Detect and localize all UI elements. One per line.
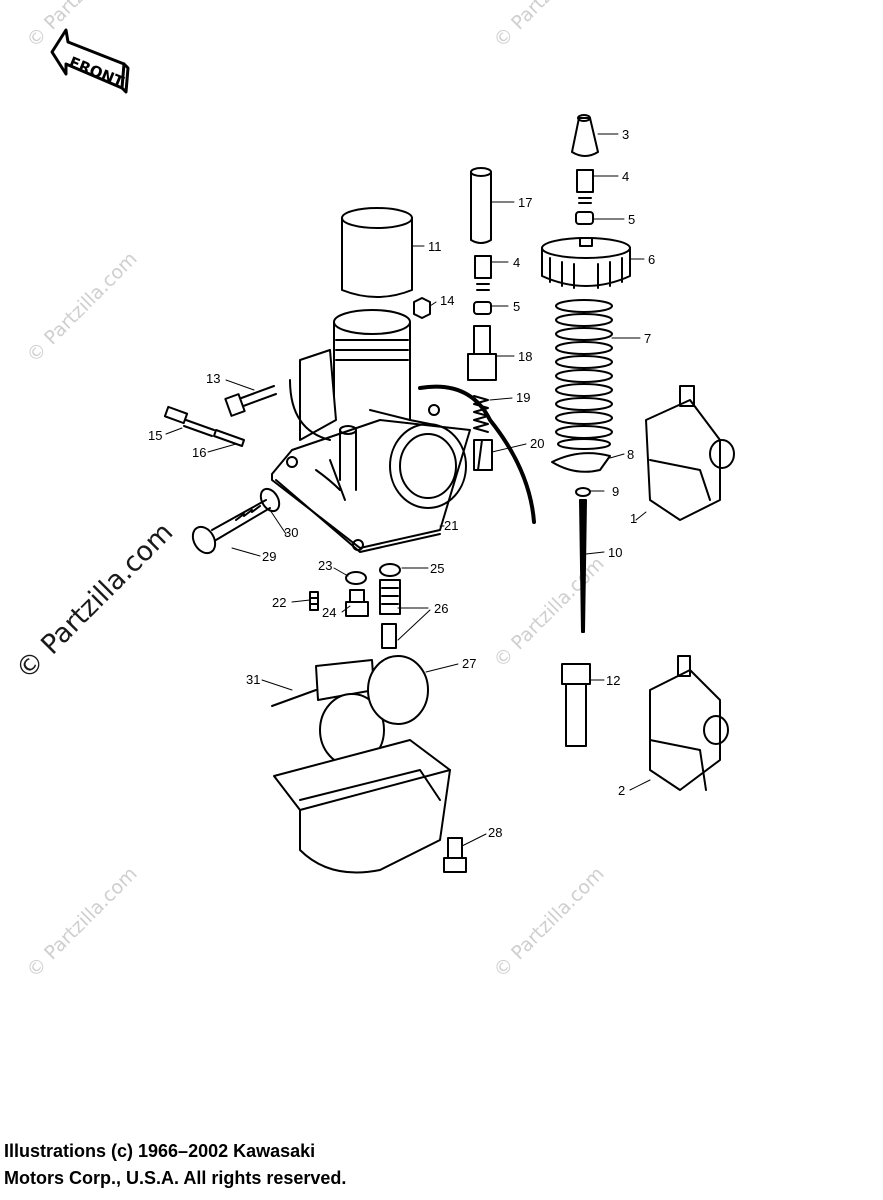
part-12-tube xyxy=(561,663,591,747)
callout-2: 2 xyxy=(618,783,625,798)
callout-14: 14 xyxy=(440,293,454,308)
callout-1: 1 xyxy=(630,511,637,526)
part-8-needle-plate xyxy=(551,452,611,473)
part-7-spring xyxy=(555,299,613,450)
callout-16: 16 xyxy=(192,445,206,460)
callout-31: 31 xyxy=(246,672,260,687)
part-14-nut xyxy=(413,297,431,319)
carburetor-body xyxy=(271,309,471,553)
part-11-sleeve xyxy=(341,207,413,298)
callout-9: 9 xyxy=(612,484,619,499)
callout-27: 27 xyxy=(462,656,476,671)
part-29-idle-screw xyxy=(191,499,271,555)
copyright-line-1: Illustrations (c) 1966–2002 Kawasaki xyxy=(4,1141,316,1161)
part-4-adjuster-top xyxy=(576,169,594,204)
part-4-adjuster-mid xyxy=(474,255,492,291)
part-20-plunger-body xyxy=(473,439,493,471)
part-5-nut-top xyxy=(575,211,594,225)
part-30-spring xyxy=(259,487,281,513)
callout-30: 30 xyxy=(284,525,298,540)
front-arrow-icon: FRONT xyxy=(50,28,130,94)
callout-24: 24 xyxy=(322,605,336,620)
callout-13: 13 xyxy=(206,371,220,386)
part-23-washer xyxy=(345,571,367,585)
part-31-float-pin xyxy=(271,689,317,707)
float-bowl xyxy=(273,739,451,874)
part-17-tube xyxy=(470,167,492,244)
callout-4-mid: 4 xyxy=(513,255,520,270)
copyright-line-2: Motors Corp., U.S.A. All rights reserved… xyxy=(4,1168,347,1188)
part-13-screw xyxy=(224,385,277,417)
part-19-spring xyxy=(473,395,489,433)
part-9-clip xyxy=(575,487,591,497)
callout-29: 29 xyxy=(262,549,276,564)
part-28-drain-screw xyxy=(443,837,467,873)
callout-20: 20 xyxy=(530,436,544,451)
callout-5-mid: 5 xyxy=(513,299,520,314)
part-18-plunger xyxy=(467,325,497,381)
part-3-cap xyxy=(571,114,599,157)
copyright-notice: Illustrations (c) 1966–2002 Kawasaki Mot… xyxy=(4,1138,346,1192)
part-22-jet xyxy=(309,591,319,611)
callout-21: 21 xyxy=(444,518,458,533)
part-25-washer xyxy=(379,563,401,577)
callout-6: 6 xyxy=(648,252,655,267)
part-5-nut-mid xyxy=(473,301,492,315)
callout-4-top: 4 xyxy=(622,169,629,184)
callout-5-top: 5 xyxy=(628,212,635,227)
callout-22: 22 xyxy=(272,595,286,610)
callout-25: 25 xyxy=(430,561,444,576)
part-6-chamber-top xyxy=(541,237,631,289)
part-1-carburetor-assembly xyxy=(645,385,735,521)
part-2-carburetor-assembly xyxy=(649,655,729,791)
callout-15: 15 xyxy=(148,428,162,443)
callout-26: 26 xyxy=(434,601,448,616)
part-10-jet-needle xyxy=(579,499,587,633)
callout-7: 7 xyxy=(644,331,651,346)
callout-10: 10 xyxy=(608,545,622,560)
callout-12: 12 xyxy=(606,673,620,688)
callout-18: 18 xyxy=(518,349,532,364)
callout-11: 11 xyxy=(428,239,442,254)
overflow-tube xyxy=(418,384,536,524)
part-26-needle-jet xyxy=(379,579,401,649)
callout-23: 23 xyxy=(318,558,332,573)
callout-19: 19 xyxy=(516,390,530,405)
callout-3: 3 xyxy=(622,127,629,142)
callout-8: 8 xyxy=(627,447,634,462)
part-27-floats xyxy=(315,655,429,767)
callout-28: 28 xyxy=(488,825,502,840)
part-24-main-jet xyxy=(345,589,369,617)
part-15-16-pilot-screw xyxy=(163,405,245,447)
callout-17: 17 xyxy=(518,195,532,210)
